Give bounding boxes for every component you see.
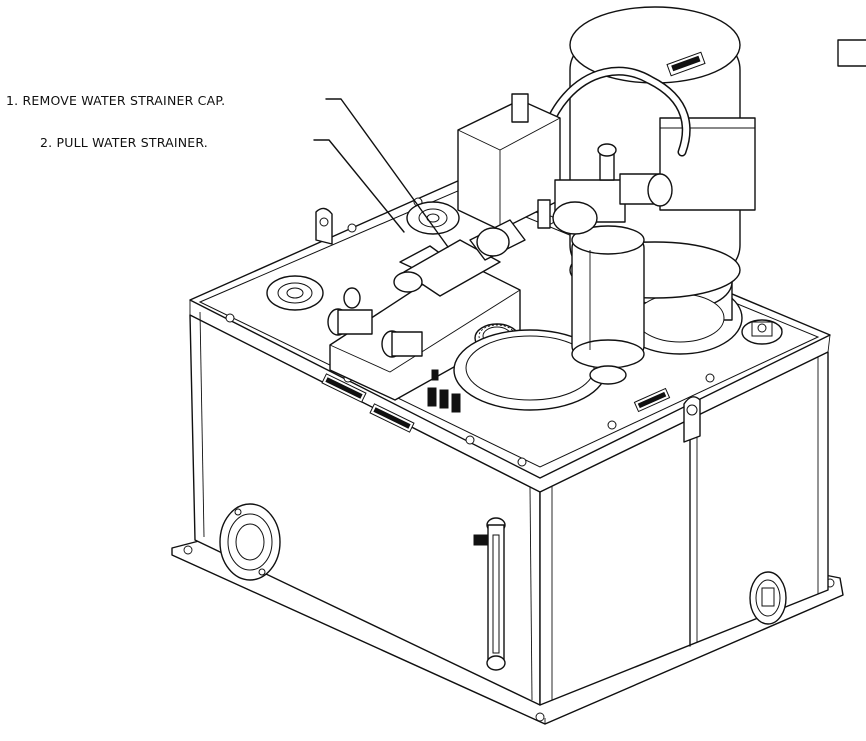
lifting-lug-left — [315, 207, 333, 245]
breather-cap — [741, 319, 783, 345]
terminal-connectors — [427, 369, 461, 413]
callout-pull-strainer: 2. PULL WATER STRAINER. — [40, 135, 208, 150]
pump-flange — [617, 253, 743, 355]
callout-remove-cap: 1. REMOVE WATER STRAINER CAP. — [6, 93, 226, 108]
water-strainer — [393, 219, 526, 297]
top-port — [406, 201, 460, 235]
filter-bracket — [537, 143, 673, 235]
drain-port — [749, 571, 787, 625]
corner-checkbox-frame — [837, 39, 866, 67]
filler-cap — [266, 275, 324, 311]
inspection-port — [219, 503, 281, 581]
level-sight-gauge — [473, 517, 506, 671]
nameplates — [321, 373, 671, 433]
hose-fittings — [327, 287, 423, 358]
callout-1-leader — [325, 98, 449, 248]
callout-2-leader — [313, 139, 405, 233]
return-filter — [571, 225, 645, 385]
valve-manifold — [329, 93, 561, 401]
lifting-lug-right — [683, 396, 701, 443]
